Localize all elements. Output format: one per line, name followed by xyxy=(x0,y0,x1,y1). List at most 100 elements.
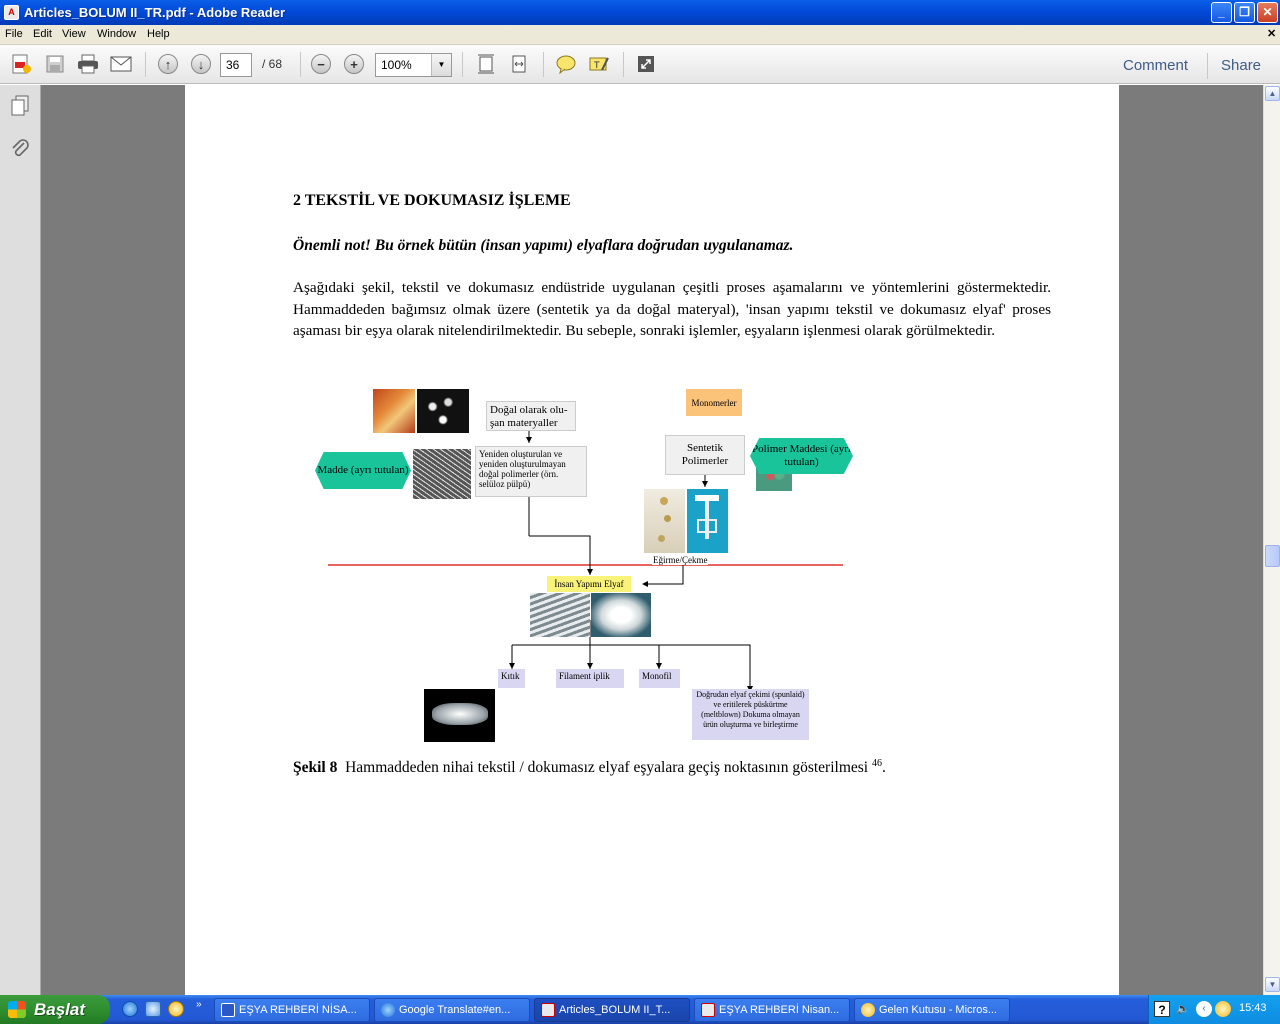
sticky-note-icon[interactable] xyxy=(554,53,578,75)
pdf-app-icon: A xyxy=(4,5,19,20)
title-bar[interactable]: A Articles_BOLUM II_TR.pdf - Adobe Reade… xyxy=(0,0,1280,25)
minimize-button[interactable]: _ xyxy=(1211,2,1232,23)
task-pdf-2[interactable]: EŞYA REHBERİ Nisan... xyxy=(694,998,850,1022)
toolbar-separator xyxy=(145,52,146,77)
caption-label: Şekil 8 xyxy=(293,759,338,777)
filament-yarn-box: Filament iplik xyxy=(556,669,624,688)
start-button[interactable]: Başlat xyxy=(0,995,110,1024)
next-page-button[interactable]: ↓ xyxy=(189,53,213,75)
tray-expand-icon[interactable]: ‹ xyxy=(1196,1001,1212,1017)
scroll-down-icon[interactable]: ▼ xyxy=(1265,977,1280,992)
pdf-icon xyxy=(701,1003,715,1017)
highlight-text-icon[interactable]: T xyxy=(587,53,611,75)
scroll-thumb[interactable] xyxy=(1265,545,1280,567)
menu-window[interactable]: Window xyxy=(97,28,137,40)
outlook-icon xyxy=(861,1003,875,1017)
expand-icon[interactable] xyxy=(634,53,658,75)
messenger-tray-icon[interactable] xyxy=(1215,1001,1231,1017)
menu-view[interactable]: View xyxy=(62,28,86,40)
taskbar: Başlat » EŞYA REHBERİ NİSA... Google Tra… xyxy=(0,995,1280,1024)
menu-close-document-icon[interactable]: ✕ xyxy=(1267,28,1277,40)
arrow-down-icon: ↓ xyxy=(191,54,211,74)
vertical-scrollbar[interactable]: ▲ ▼ xyxy=(1263,85,1280,995)
menu-help[interactable]: Help xyxy=(147,28,170,40)
document-viewport[interactable]: 2 TEKSTİL VE DOKUMASIZ İŞLEME Önemli not… xyxy=(41,85,1263,995)
toolbar-separator xyxy=(300,52,301,77)
system-tray: ? 🔈 ‹ 15:43 xyxy=(1148,995,1280,1024)
zoom-in-button[interactable]: + xyxy=(342,53,366,75)
fiber-microscope-photo xyxy=(413,449,471,499)
figure-connectors xyxy=(328,431,843,692)
fiber-strands-photo xyxy=(530,593,590,637)
page-thumbnails-icon[interactable] xyxy=(10,95,30,120)
close-button[interactable]: ✕ xyxy=(1257,2,1278,23)
task-ie-translate[interactable]: Google Translate#en... xyxy=(374,998,530,1022)
zoom-select[interactable]: 100% ▼ xyxy=(375,53,452,77)
monofilament-box: Monofil xyxy=(639,669,680,688)
menu-file[interactable]: File xyxy=(5,28,23,40)
polymer-matter-hexagon: Polimer Maddesi (ayrı tutulan) xyxy=(750,438,853,474)
maximize-button[interactable]: ❐ xyxy=(1234,2,1255,23)
task-word-1[interactable]: EŞYA REHBERİ NİSA... xyxy=(214,998,370,1022)
start-label: Başlat xyxy=(34,999,86,1019)
fit-width-icon[interactable] xyxy=(507,53,531,75)
pdf-page: 2 TEKSTİL VE DOKUMASIZ İŞLEME Önemli not… xyxy=(185,85,1119,995)
internet-explorer-icon[interactable] xyxy=(122,1001,138,1017)
minus-icon: − xyxy=(311,54,331,74)
body-paragraph: Aşağıdaki şekil, tekstil ve dokumasız en… xyxy=(293,279,1051,339)
staple-fiber-box: Kıtık xyxy=(498,669,525,688)
synthetic-polymers-box: Sentetik Polimerler xyxy=(665,435,745,475)
scroll-up-icon[interactable]: ▲ xyxy=(1265,86,1280,101)
fit-page-icon[interactable] xyxy=(474,53,498,75)
zoom-value: 100% xyxy=(381,58,412,72)
toolbar-separator xyxy=(623,52,624,77)
word-icon xyxy=(221,1003,235,1017)
chevron-down-icon[interactable]: ▼ xyxy=(431,54,451,76)
task-label: Gelen Kutusu - Micros... xyxy=(879,1004,997,1016)
save-icon[interactable] xyxy=(43,53,67,75)
menu-edit[interactable]: Edit xyxy=(33,28,52,40)
help-icon[interactable]: ? xyxy=(1154,1001,1170,1017)
previous-page-button[interactable]: ↑ xyxy=(156,53,180,75)
window-title: Articles_BOLUM II_TR.pdf - Adobe Reader xyxy=(24,5,285,20)
messenger-icon[interactable] xyxy=(168,1001,184,1017)
plus-icon: + xyxy=(344,54,364,74)
task-label: Google Translate#en... xyxy=(399,1004,511,1016)
windows-logo-icon xyxy=(8,1001,26,1018)
print-icon[interactable] xyxy=(76,53,100,75)
cotton-bolls-photo xyxy=(417,389,469,433)
svg-text:T: T xyxy=(593,61,600,71)
manmade-fiber-box: İnsan Yapımı Elyaf xyxy=(547,576,631,592)
create-pdf-icon[interactable] xyxy=(9,53,33,75)
fiber-fluff-photo xyxy=(591,593,651,637)
comment-button[interactable]: Comment xyxy=(1123,57,1189,74)
quick-launch-expand-icon[interactable]: » xyxy=(196,999,202,1010)
show-desktop-icon[interactable] xyxy=(145,1001,161,1017)
spinning-machine-photo xyxy=(687,489,728,553)
navigation-panel xyxy=(0,85,41,995)
zoom-out-button[interactable]: − xyxy=(309,53,333,75)
volume-icon[interactable]: 🔈 xyxy=(1176,1003,1190,1015)
clock: 15:43 xyxy=(1239,1002,1267,1014)
section-heading: 2 TEKSTİL VE DOKUMASIZ İŞLEME xyxy=(293,192,571,209)
task-label: Articles_BOLUM II_T... xyxy=(559,1004,671,1016)
task-label: EŞYA REHBERİ Nisan... xyxy=(719,1004,840,1016)
caption-text: Hammaddeden nihai tekstil / dokumasız el… xyxy=(345,759,869,777)
nonwoven-sample-photo xyxy=(424,689,495,742)
arrow-up-icon: ↑ xyxy=(158,54,178,74)
share-button[interactable]: Share xyxy=(1221,57,1262,74)
textile-samples-photo xyxy=(373,389,415,433)
natural-polymers-box: Yeniden oluşturulan ve yeniden oluşturul… xyxy=(475,446,587,497)
direct-spinning-box: Doğrudan elyaf çekimi (spunlaid) ve erit… xyxy=(692,689,809,740)
toolbar: ↑ ↓ / 68 − + T xyxy=(0,45,1280,84)
task-outlook[interactable]: Gelen Kutusu - Micros... xyxy=(854,998,1010,1022)
attachments-icon[interactable] xyxy=(10,137,30,162)
task-adobe-reader[interactable]: Articles_BOLUM II_T... xyxy=(534,998,690,1022)
monomers-box: Monomerler xyxy=(686,389,742,416)
toolbar-separator xyxy=(543,52,544,77)
email-icon[interactable] xyxy=(109,53,133,75)
page-number-input[interactable] xyxy=(220,53,252,77)
natural-materials-box: Doğal olarak olu-şan materyaller xyxy=(486,401,576,431)
matter-hexagon: Madde (ayrı tutulan) xyxy=(315,452,411,489)
toolbar-separator xyxy=(462,52,463,77)
